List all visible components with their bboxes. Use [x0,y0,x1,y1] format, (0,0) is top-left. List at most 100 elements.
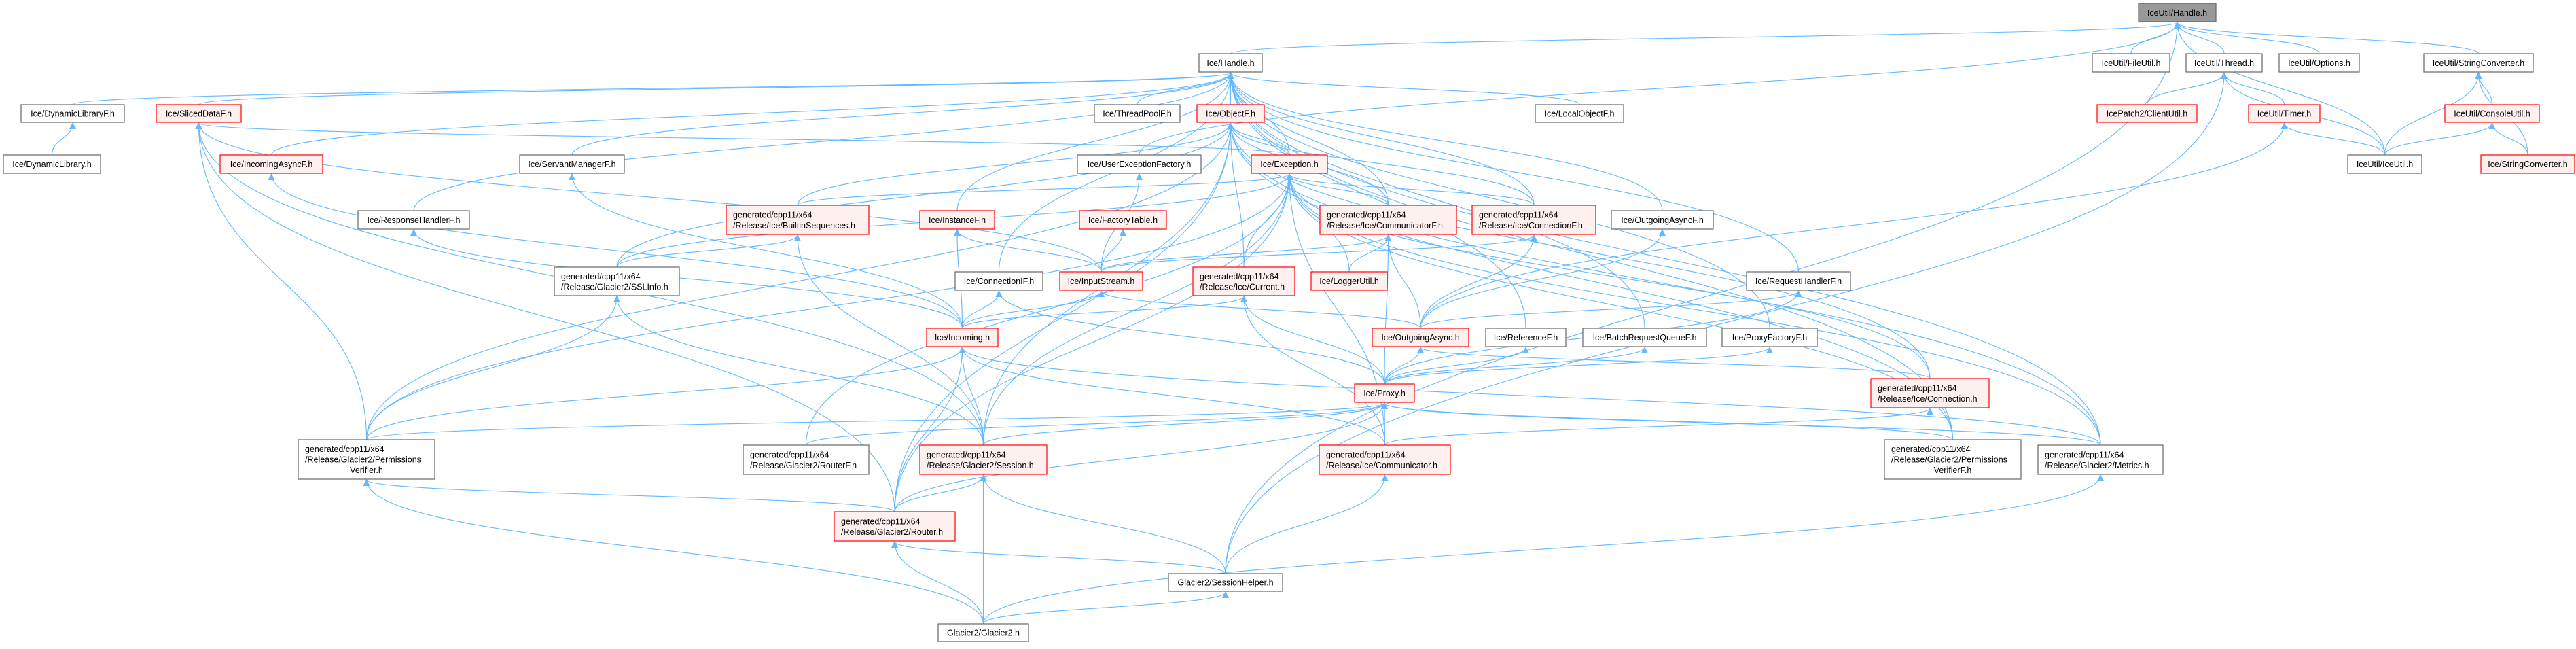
node-dynlib[interactable]: Ice/DynamicLibrary.h [3,154,101,174]
node-box [1721,328,1818,347]
node-connectionif[interactable]: Ice/ConnectionIF.h [954,271,1043,291]
node-communicatorf[interactable]: generated/cpp11/x64/Release/Ice/Communic… [1319,205,1457,235]
node-inputstream[interactable]: Ice/InputStream.h [1059,271,1143,291]
node-instancef[interactable]: Ice/InstanceF.h [919,210,995,230]
edge-permverifier-to-incoming [365,347,966,440]
node-loggerutil[interactable]: Ice/LoggerUtil.h [1310,271,1388,291]
node-localobjectf[interactable]: Ice/LocalObjectF.h [1535,104,1624,123]
node-requesthandlerf[interactable]: Ice/RequestHandlerF.h [1746,271,1851,291]
node-glacier2[interactable]: Glacier2/Glacier2.h [937,623,1029,642]
node-box [2248,104,2321,123]
node-current[interactable]: generated/cpp11/x64/Release/Ice/Current.… [1192,266,1295,296]
edge-inputstream-to-sliced [195,122,1102,273]
edge-permverifierf-to-objectf [1227,122,1954,440]
node-label: Ice/Handle.h [1206,58,1254,68]
node-batchrqf[interactable]: Ice/BatchRequestQueueF.h [1582,328,1707,347]
edge-router-to-session [894,474,987,512]
edge-permverifierf-to-ihandle [1227,72,1954,440]
node-connectionf[interactable]: generated/cpp11/x64/Release/Ice/Connecti… [1471,205,1596,235]
node-timer[interactable]: IceUtil/Timer.h [2248,104,2321,123]
node-box [1168,573,1283,592]
node-consoleutil[interactable]: IceUtil/ConsoleUtil.h [2444,104,2540,123]
node-label: /Release/Ice/Current.h [1200,282,1285,292]
edge-localobjectf-to-ihandle [1227,72,1580,105]
edge-metrics-to-proxy [1381,402,2101,446]
node-box [1611,210,1714,230]
node-label: Ice/LocalObjectF.h [1545,109,1615,119]
node-box [1319,444,1451,475]
edge-incasyncf-to-ihandle [270,72,1234,156]
node-strconv[interactable]: IceUtil/StringConverter.h [2423,53,2534,73]
node-proxy[interactable]: Ice/Proxy.h [1354,383,1415,403]
node-box [219,154,323,174]
node-builtinseq[interactable]: generated/cpp11/x64/Release/Ice/BuiltinS… [726,205,870,235]
edge-communicator-to-current [1240,296,1386,446]
node-icestrconv[interactable]: Ice/StringConverter.h [2480,154,2575,174]
edge-connectionf-to-exception [1286,173,1535,206]
node-label: generated/cpp11/x64 [1326,450,1406,459]
node-label: Ice/ConnectionIF.h [964,277,1035,286]
edge-routerf-to-proxy [805,402,1388,446]
node-objectf[interactable]: Ice/ObjectF.h [1196,104,1265,123]
node-iceutil[interactable]: IceUtil/IceUtil.h [2347,154,2422,174]
edge-sslinfo-to-objectf [616,122,1234,268]
edge-ihandle-to-iuhandle [1230,22,2181,54]
node-dynlibf[interactable]: Ice/DynamicLibraryF.h [20,104,125,123]
node-box [1870,378,1990,408]
node-routerf[interactable]: generated/cpp11/x64/Release/Glacier2/Rou… [743,444,870,475]
edge-permverifier-to-sslinfo [365,296,620,440]
node-box [743,444,870,475]
node-label: /Release/Ice/ConnectionF.h [1479,221,1583,230]
node-box [937,623,1029,642]
node-resphandlerf[interactable]: Ice/ResponseHandlerF.h [357,210,470,230]
node-thread[interactable]: IceUtil/Thread.h [2185,53,2263,73]
node-options[interactable]: IceUtil/Options.h [2278,53,2360,73]
node-fileutil[interactable]: IceUtil/FileUtil.h [2092,53,2170,73]
node-incasyncf[interactable]: Ice/IncomingAsyncF.h [219,154,323,174]
node-sliced[interactable]: Ice/SlicedDataF.h [156,104,242,123]
node-factorytable[interactable]: Ice/FactoryTable.h [1079,210,1167,230]
edge-glacier2-to-permverifier [363,479,984,625]
edge-inputstream-to-factorytable [1101,229,1126,273]
node-outgoingasync[interactable]: Ice/OutgoingAsync.h [1372,328,1469,347]
node-incoming[interactable]: Ice/Incoming.h [926,328,999,347]
node-box [1535,104,1624,123]
edge-inputstream-to-connectionf [1101,234,1537,273]
edge-communicatorf-to-ihandle [1227,72,1389,206]
node-permverifierf[interactable]: generated/cpp11/x64/Release/Glacier2/Per… [1884,439,2022,480]
node-box [1485,328,1567,347]
node-router[interactable]: generated/cpp11/x64/Release/Glacier2/Rou… [834,511,956,542]
edge-incoming-to-resphandlerf [410,229,963,329]
edge-instancef-to-ihandle [956,72,1234,211]
edge-metrics-to-incoming [959,347,2101,446]
node-box [1192,266,1295,296]
node-proxyfactoryf[interactable]: Ice/ProxyFactoryF.h [1721,328,1818,347]
node-connection[interactable]: generated/cpp11/x64/Release/Ice/Connecti… [1870,378,1990,408]
node-label: Ice/IncomingAsyncF.h [230,160,313,169]
node-box [1077,154,1202,174]
node-outgoingasyncf[interactable]: Ice/OutgoingAsyncF.h [1611,210,1714,230]
node-label: Ice/OutgoingAsyncF.h [1621,215,1704,225]
node-iuhandle[interactable]: IceUtil/Handle.h [2138,3,2217,22]
node-servantmgrf[interactable]: Ice/ServantManagerF.h [519,154,625,174]
node-sessionhelper[interactable]: Glacier2/SessionHelper.h [1168,573,1283,592]
node-exception[interactable]: Ice/Exception.h [1251,154,1328,174]
node-session[interactable]: generated/cpp11/x64/Release/Glacier2/Ses… [919,444,1048,475]
edge-thread-to-iuhandle [2174,22,2225,54]
node-ihandle[interactable]: Ice/Handle.h [1198,53,1263,73]
node-uef[interactable]: Ice/UserExceptionFactory.h [1077,154,1202,174]
node-sslinfo[interactable]: generated/cpp11/x64/Release/Glacier2/SSL… [554,266,680,296]
node-metrics[interactable]: generated/cpp11/x64/Release/Glacier2/Met… [2037,444,2164,475]
node-label: Ice/ReferenceF.h [1494,333,1558,343]
node-referencef[interactable]: Ice/ReferenceF.h [1485,328,1567,347]
node-communicator[interactable]: generated/cpp11/x64/Release/Ice/Communic… [1319,444,1451,475]
node-threadpoolf[interactable]: Ice/ThreadPoolF.h [1094,104,1181,123]
node-permverifier[interactable]: generated/cpp11/x64/Release/Glacier2/Per… [298,439,435,480]
node-clientutil[interactable]: IcePatch2/ClientUtil.h [2096,104,2198,123]
node-label: IceUtil/Handle.h [2147,8,2207,18]
node-label: IceUtil/Options.h [2288,58,2350,68]
edge-glacier2-to-sessionhelper [982,591,1229,625]
edge-uef-to-iuhandle [1139,22,2181,156]
edge-proxy-to-communicatorf [1384,234,1392,385]
